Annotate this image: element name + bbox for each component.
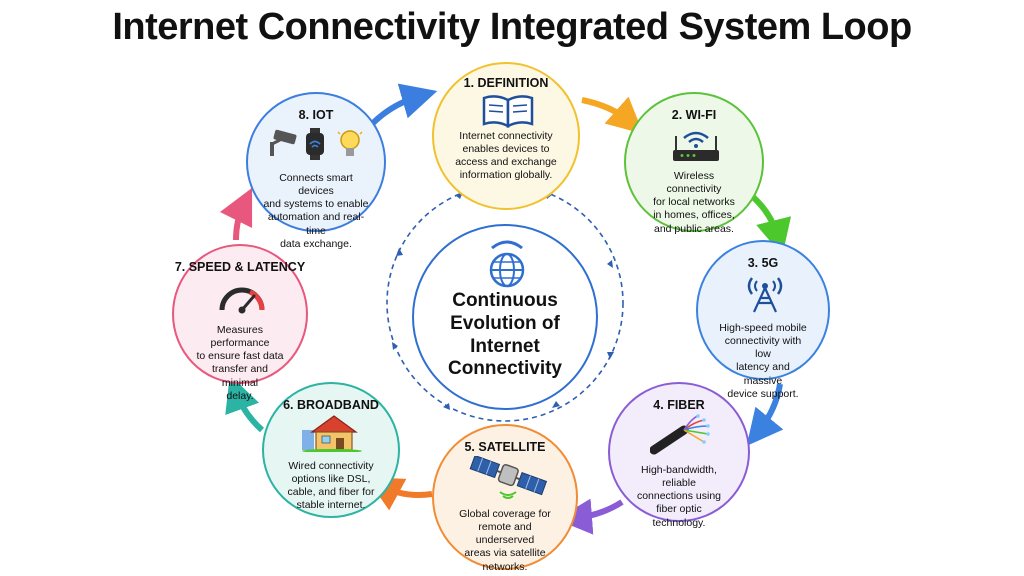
arrow-wifi-to-5g: [749, 193, 792, 256]
house-icon: [302, 415, 362, 452]
arrow-iot-to-definition: [369, 83, 438, 127]
arrow-5g-to-fiber: [746, 383, 784, 446]
node-title: 5. SATELLITE: [464, 440, 546, 454]
node-title: 1. DEFINITION: [463, 76, 549, 90]
antenna-tower-icon: [747, 277, 783, 313]
page-title: Internet Connectivity Integrated System …: [112, 6, 912, 48]
satellite-icon: [469, 456, 548, 499]
node-title: 8. IOT: [298, 108, 334, 122]
dashed-inner-loop: [386, 184, 624, 422]
smartwatch-icon: [306, 128, 324, 160]
arrow-definition-to-wifi: [581, 96, 644, 134]
arrow-satellite-to-broadband: [366, 477, 433, 511]
center-line-2: Evolution of: [450, 312, 560, 334]
speedometer-icon: [219, 287, 265, 314]
node-title: 6. BROADBAND: [283, 398, 379, 412]
center-label: Continuous Evolution of Internet Connect…: [414, 290, 596, 381]
arrow-fiber-to-satellite: [556, 498, 624, 535]
center-line-4: Connectivity: [447, 358, 563, 380]
node-title: 3. 5G: [747, 256, 779, 270]
globe-icon: [489, 240, 525, 288]
center-line-1: Continuous: [452, 290, 558, 311]
smart-devices-icon: [270, 128, 363, 160]
fiber-cable-icon: [650, 414, 710, 455]
center-hub: Continuous Evolution of Internet Connect…: [412, 224, 598, 410]
open-book-icon: [482, 95, 534, 128]
node-title: 7. SPEED & LATENCY: [174, 260, 306, 274]
arrow-broadband-to-speed: [225, 375, 265, 433]
arrow-speed-to-iot: [219, 187, 253, 241]
node-title: 2. WI-FI: [671, 108, 717, 122]
router-icon: [673, 131, 719, 161]
node-title: 4. FIBER: [653, 398, 705, 412]
light-bulb-icon: [337, 130, 363, 156]
center-line-3: Internet: [470, 335, 540, 357]
security-camera-icon: [270, 129, 297, 156]
